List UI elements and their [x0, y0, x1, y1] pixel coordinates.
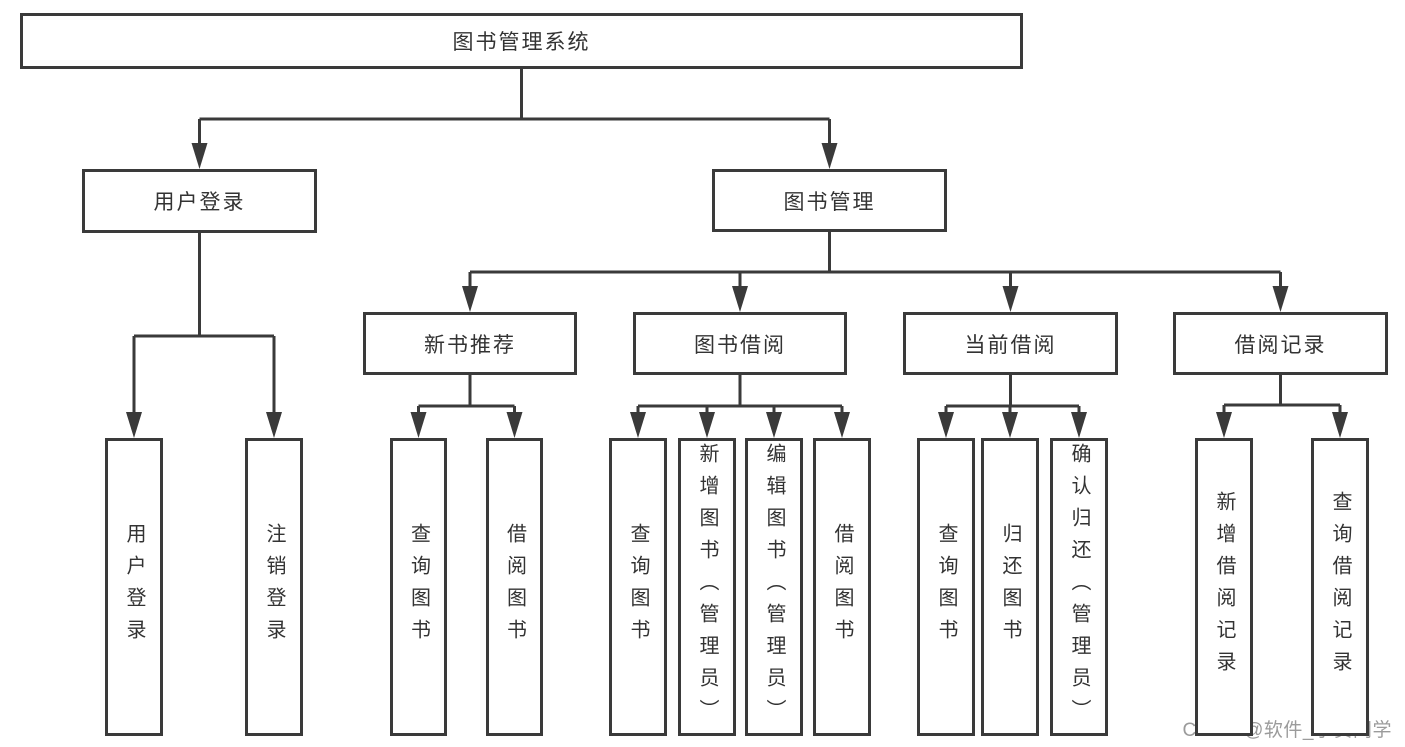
- arrowhead-icon: [1071, 412, 1087, 438]
- node-label: 当前借阅: [964, 333, 1057, 357]
- arrowhead-icon: [766, 412, 782, 438]
- node-label: 新增图书（管理员）: [696, 443, 718, 731]
- node-label: 查询图书: [627, 523, 649, 651]
- node-label: 借阅图书: [503, 523, 526, 651]
- diagram-node-leaf-cb-query: 查询图书: [917, 438, 975, 736]
- diagram-node-current-borrow: 当前借阅: [903, 312, 1118, 375]
- arrowhead-icon: [821, 143, 838, 169]
- diagram-node-borrow-records: 借阅记录: [1173, 312, 1388, 375]
- arrowhead-icon: [1216, 412, 1232, 438]
- arrowhead-icon: [1332, 412, 1348, 438]
- arrowhead-icon: [1002, 286, 1019, 312]
- node-label: 借阅图书: [831, 523, 853, 651]
- diagram-node-root: 图书管理系统: [20, 13, 1023, 69]
- node-label: 新增借阅记录: [1213, 491, 1235, 683]
- diagram-node-user-login: 用户登录: [82, 169, 317, 233]
- diagram-node-leaf-br-add: 新增借阅记录: [1195, 438, 1253, 736]
- node-label: 图书管理系统: [452, 31, 591, 54]
- arrowhead-icon: [1002, 412, 1018, 438]
- diagram-node-leaf-user-login: 用户登录: [105, 438, 163, 736]
- diagram-node-book-manage: 图书管理: [712, 169, 947, 232]
- diagram-node-leaf-cb-confirm: 确认归还（管理员）: [1050, 438, 1108, 736]
- arrowhead-icon: [126, 412, 142, 438]
- node-label: 归还图书: [999, 523, 1021, 651]
- arrowhead-icon: [732, 286, 748, 312]
- node-label: 借阅记录: [1234, 333, 1327, 357]
- arrowhead-icon: [266, 412, 282, 438]
- diagram-node-leaf-bb-edit: 编辑图书（管理员）: [745, 438, 803, 736]
- node-label: 图书借阅: [694, 333, 786, 357]
- diagram-node-leaf-bb-add: 新增图书（管理员）: [678, 438, 736, 736]
- diagram-node-leaf-br-query: 查询借阅记录: [1311, 438, 1369, 736]
- diagram-node-leaf-rec-borrow: 借阅图书: [486, 438, 543, 736]
- arrowhead-icon: [506, 412, 523, 438]
- diagram-node-book-borrow: 图书借阅: [633, 312, 847, 375]
- node-label: 查询图书: [935, 523, 957, 651]
- arrowhead-icon: [699, 412, 715, 438]
- arrowhead-icon: [834, 412, 850, 438]
- diagram-node-new-book-rec: 新书推荐: [363, 312, 577, 375]
- diagram-node-leaf-cb-return: 归还图书: [981, 438, 1039, 736]
- arrowhead-icon: [191, 143, 208, 169]
- diagram-node-leaf-rec-query: 查询图书: [390, 438, 447, 736]
- node-label: 用户登录: [123, 523, 145, 651]
- arrowhead-icon: [630, 412, 646, 438]
- node-label: 图书管理: [783, 190, 876, 214]
- node-label: 查询借阅记录: [1329, 491, 1351, 683]
- diagram-node-leaf-logout: 注销登录: [245, 438, 303, 736]
- node-label: 新书推荐: [424, 333, 516, 357]
- arrowhead-icon: [462, 286, 478, 312]
- arrowhead-icon: [410, 412, 427, 438]
- node-label: 注销登录: [263, 523, 285, 651]
- diagram-node-leaf-bb-borrow: 借阅图书: [813, 438, 871, 736]
- node-label: 用户登录: [153, 191, 246, 214]
- node-label: 编辑图书（管理员）: [763, 443, 785, 731]
- diagram-node-leaf-bb-query: 查询图书: [609, 438, 667, 736]
- arrowhead-icon: [938, 412, 954, 438]
- node-label: 查询图书: [407, 523, 430, 651]
- arrowhead-icon: [1272, 286, 1289, 312]
- node-label: 确认归还（管理员）: [1068, 443, 1090, 731]
